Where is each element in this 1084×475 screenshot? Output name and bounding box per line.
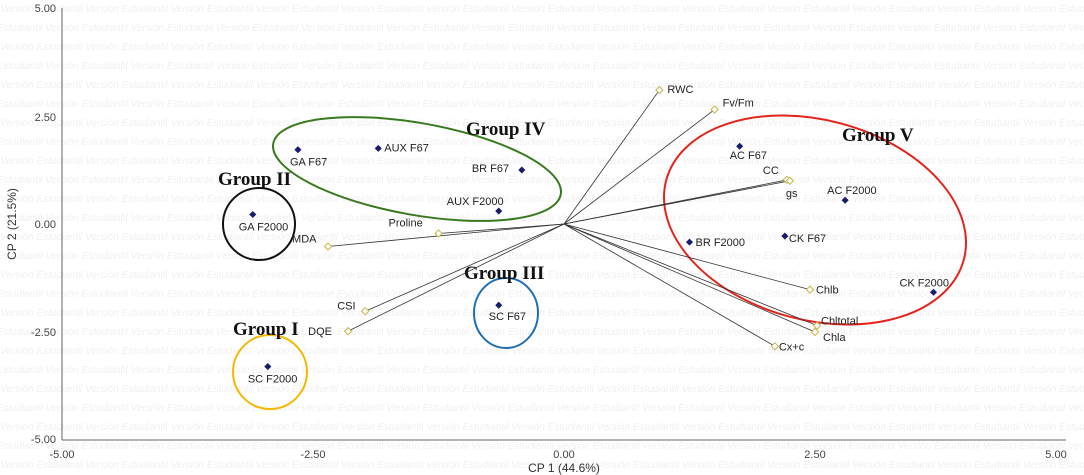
variable-vector <box>438 223 565 234</box>
group-iv-ellipse <box>271 116 563 222</box>
variable-label: Fv/Fm <box>723 98 754 110</box>
observation-point <box>495 301 503 309</box>
observation-point <box>841 196 849 204</box>
observation-label: AUX F2000 <box>447 196 504 208</box>
observation-point <box>264 363 272 371</box>
observation-label: CK F2000 <box>899 277 949 289</box>
observation-point <box>249 210 257 219</box>
variable-label: Chltotal <box>821 316 858 328</box>
y-tick-label: -2.50 <box>31 327 56 339</box>
observation-label: AC F2000 <box>827 185 877 197</box>
variable-label: Cx+c <box>779 341 805 353</box>
variable-vector <box>563 223 811 291</box>
variable-point <box>323 242 333 251</box>
observation-label: SC F2000 <box>248 374 298 386</box>
variable-vector <box>347 223 565 332</box>
variable-label: RWC <box>667 84 693 96</box>
variable-vector <box>365 223 565 312</box>
x-tick-label: -5.00 <box>49 449 74 461</box>
x-tick-label: 2.50 <box>804 449 825 461</box>
observation-label: CK F67 <box>789 233 826 245</box>
x-tick-label: 5.00 <box>1045 449 1066 461</box>
variable-point <box>785 176 795 186</box>
variable-label: CC <box>763 165 779 177</box>
y-tick-label: 5.00 <box>35 3 56 15</box>
observation-point <box>781 232 789 240</box>
variable-point <box>655 85 664 95</box>
variable-label: Chlb <box>816 285 839 297</box>
observation-point <box>495 207 503 215</box>
group-i-ellipse <box>232 334 308 410</box>
variable-point <box>805 285 815 294</box>
observation-label: GA F2000 <box>239 221 289 233</box>
variable-vectors <box>328 89 818 347</box>
group-label: Group II <box>218 169 291 190</box>
group-iii-ellipse <box>473 277 539 349</box>
observation-label: SC F67 <box>489 311 526 323</box>
observation-label: BR F67 <box>472 163 509 175</box>
observation-point <box>929 288 938 296</box>
group-label: Group III <box>464 263 544 284</box>
group-labels: Group I Group II Group III Group IV Grou… <box>218 119 914 340</box>
y-tick-label: 2.50 <box>35 112 56 124</box>
axes <box>61 8 1066 441</box>
x-tick-label: -2.50 <box>300 449 325 461</box>
y-tick-label: -5.00 <box>31 434 56 446</box>
variable-label: DQE <box>308 326 332 338</box>
group-ii-ellipse <box>222 187 296 261</box>
observation-point <box>736 142 744 150</box>
variable-point <box>812 321 822 330</box>
variable-point <box>360 307 370 316</box>
variable-label: CSI <box>337 300 355 312</box>
group-ellipses <box>222 114 967 410</box>
variable-vector <box>563 180 790 225</box>
y-axis-label: CP 2 (21.5%) <box>5 188 19 260</box>
observation-point <box>518 166 526 174</box>
variable-label: Chla <box>823 332 847 344</box>
variable-label: MDA <box>292 233 317 245</box>
variable-label: gs <box>786 188 798 200</box>
variable-vector <box>563 89 660 225</box>
observation-label: AC F67 <box>730 150 767 162</box>
variable-point <box>434 229 443 238</box>
variable-point <box>343 326 353 336</box>
group-label: Group V <box>842 125 914 146</box>
observation-label: AUX F67 <box>384 142 429 154</box>
y-tick-labels: 5.00 2.50 0.00 -2.50 -5.00 <box>31 3 56 446</box>
observation-point <box>374 144 382 152</box>
group-v-ellipse <box>663 114 967 326</box>
x-axis-label: CP 1 (44.6%) <box>528 461 600 475</box>
observation-label: BR F2000 <box>696 237 746 249</box>
x-tick-label: 0.00 <box>553 449 574 461</box>
variable-point <box>810 327 820 337</box>
group-label: Group I <box>233 319 299 340</box>
observation-label: GA F67 <box>290 157 327 169</box>
variable-vector <box>563 223 818 326</box>
variable-vector <box>563 223 776 347</box>
observation-point <box>685 238 694 246</box>
variable-point <box>710 105 719 114</box>
variable-vector <box>563 223 816 333</box>
variable-point <box>770 342 780 351</box>
group-label: Group IV <box>466 119 546 140</box>
variable-label: Proline <box>389 218 423 230</box>
variable-vector <box>563 109 715 225</box>
observation-point <box>294 146 302 154</box>
x-tick-labels: -5.00 -2.50 0.00 2.50 5.00 <box>49 449 1066 461</box>
variable-vector <box>328 223 565 247</box>
y-tick-label: 0.00 <box>35 219 56 231</box>
